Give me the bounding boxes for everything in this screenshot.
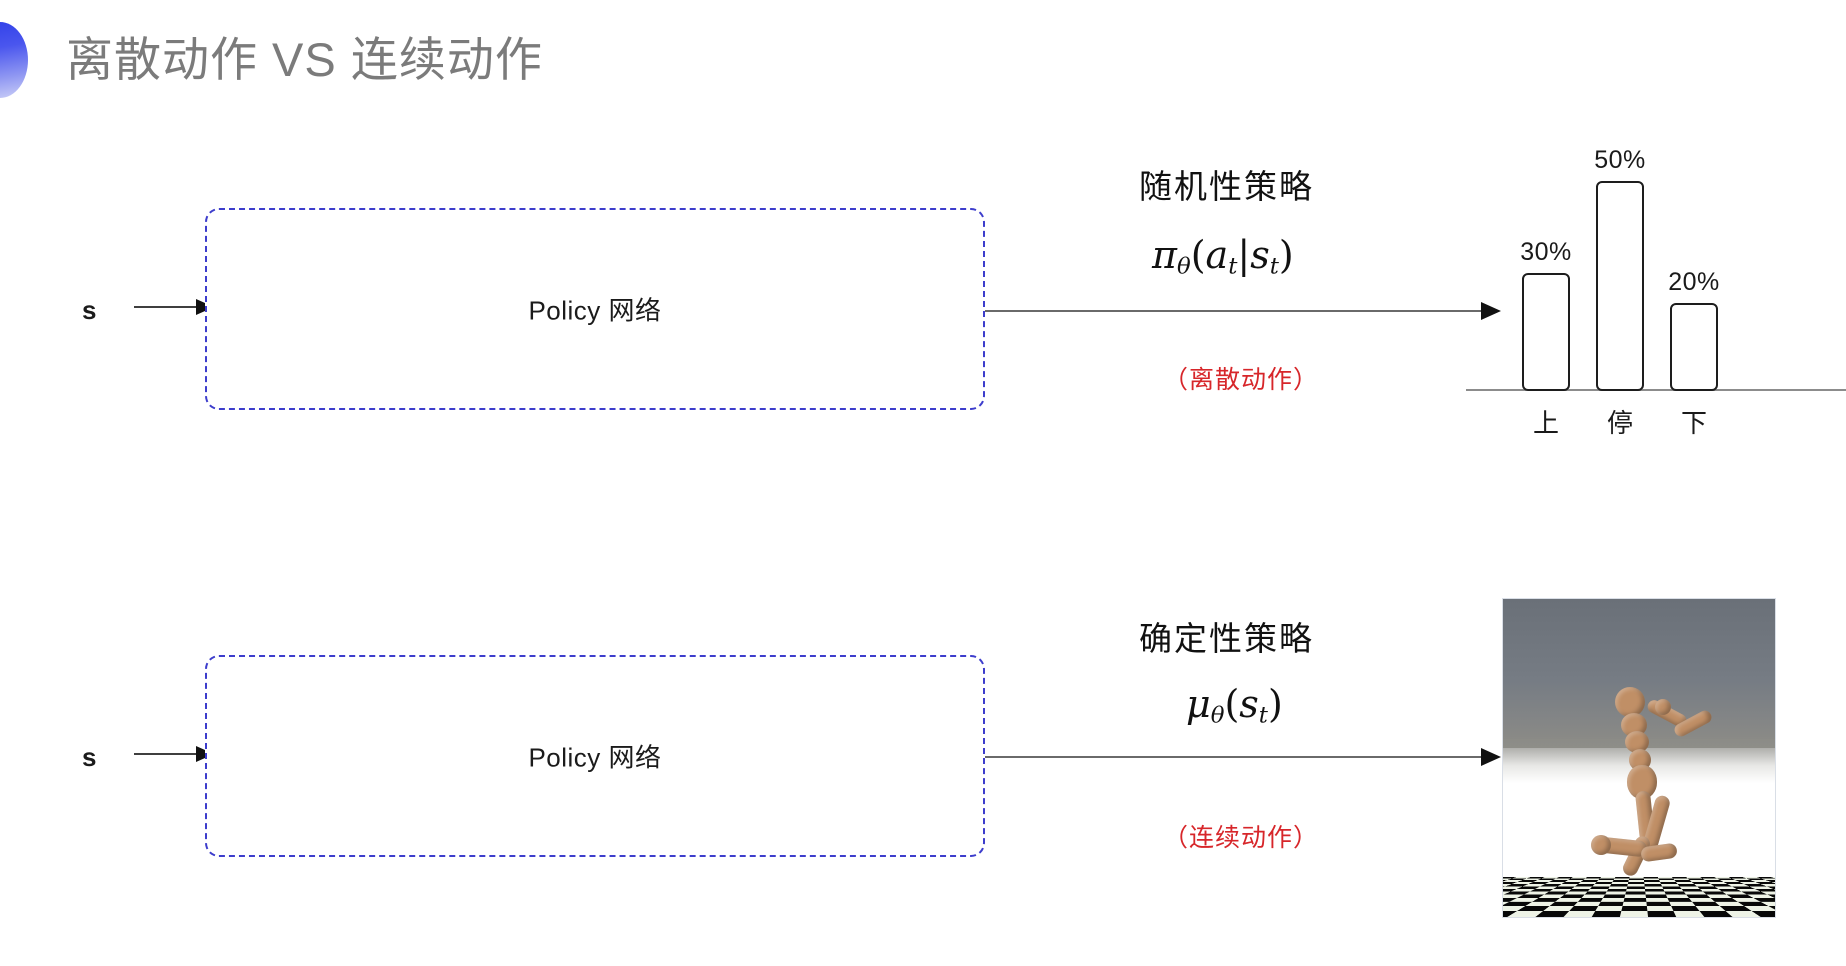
action-note-continuous: （连续动作） xyxy=(1163,824,1320,852)
humanoid-hand xyxy=(1655,699,1671,715)
input-arrow-continuous xyxy=(134,743,214,765)
bar-category-2: 下 xyxy=(1680,408,1707,438)
formula-close-paren-2: ) xyxy=(1267,682,1283,726)
policy-network-label-discrete: Policy 网络 xyxy=(528,295,662,326)
formula-s: s xyxy=(1250,233,1270,277)
policy-network-box-discrete[interactable]: Policy 网络 xyxy=(205,208,985,410)
formula-a-subscript: t xyxy=(1228,253,1238,280)
humanoid-head xyxy=(1615,687,1645,717)
formula-conditional-bar: | xyxy=(1237,233,1251,277)
formula-s2: s xyxy=(1239,682,1259,726)
humanoid-abdomen xyxy=(1625,731,1649,753)
formula-a: a xyxy=(1205,233,1229,277)
bar-column-0[interactable]: 30% xyxy=(1520,238,1572,391)
bar-column-1[interactable]: 50% xyxy=(1594,146,1646,391)
output-arrow-discrete xyxy=(985,300,1501,322)
action-probability-bar-chart: 30% 上 50% 停 20% 下 xyxy=(1466,96,1846,456)
formula-close-paren: ) xyxy=(1278,233,1294,277)
bar-category-1: 停 xyxy=(1606,408,1633,438)
formula-s-subscript: t xyxy=(1269,253,1279,280)
formula-pi: π xyxy=(1152,233,1177,277)
bar-rect-1 xyxy=(1596,181,1644,391)
formula-open-paren: ( xyxy=(1190,233,1206,277)
action-note-discrete: （离散动作） xyxy=(1163,366,1320,394)
policy-kind-deterministic: 确定性策略 xyxy=(1139,620,1314,657)
bar-column-2[interactable]: 20% xyxy=(1668,268,1720,391)
formula-open-paren-2: ( xyxy=(1224,682,1240,726)
state-input-label-discrete: s xyxy=(82,295,97,325)
formula-mu-subscript: θ xyxy=(1210,702,1225,729)
policy-kind-stochastic: 随机性策略 xyxy=(1139,168,1314,205)
policy-network-label-continuous: Policy 网络 xyxy=(528,742,662,773)
chart-baseline xyxy=(1466,389,1846,391)
output-arrow-continuous xyxy=(985,746,1501,768)
formula-pi-subscript: θ xyxy=(1176,253,1191,280)
policy-network-box-continuous[interactable]: Policy 网络 xyxy=(205,655,985,857)
bar-value-1: 50% xyxy=(1594,146,1646,174)
formula-mu: μ xyxy=(1186,682,1211,726)
humanoid-left-knee xyxy=(1591,835,1611,855)
formula-deterministic-policy: μθ(st) xyxy=(1186,682,1283,729)
bar-value-0: 30% xyxy=(1520,238,1572,266)
bar-value-2: 20% xyxy=(1668,268,1720,296)
formula-s2-subscript: t xyxy=(1258,702,1268,729)
formula-stochastic-policy: πθ(at|st) xyxy=(1152,233,1294,280)
bar-rect-2 xyxy=(1670,303,1718,391)
page-title: 离散动作 VS 连续动作 xyxy=(66,33,543,86)
bar-rect-0 xyxy=(1522,273,1570,391)
humanoid-figure xyxy=(1503,599,1775,917)
humanoid-simulation-image xyxy=(1502,598,1776,918)
state-input-label-continuous: s xyxy=(82,742,97,772)
bar-category-0: 上 xyxy=(1532,408,1559,438)
